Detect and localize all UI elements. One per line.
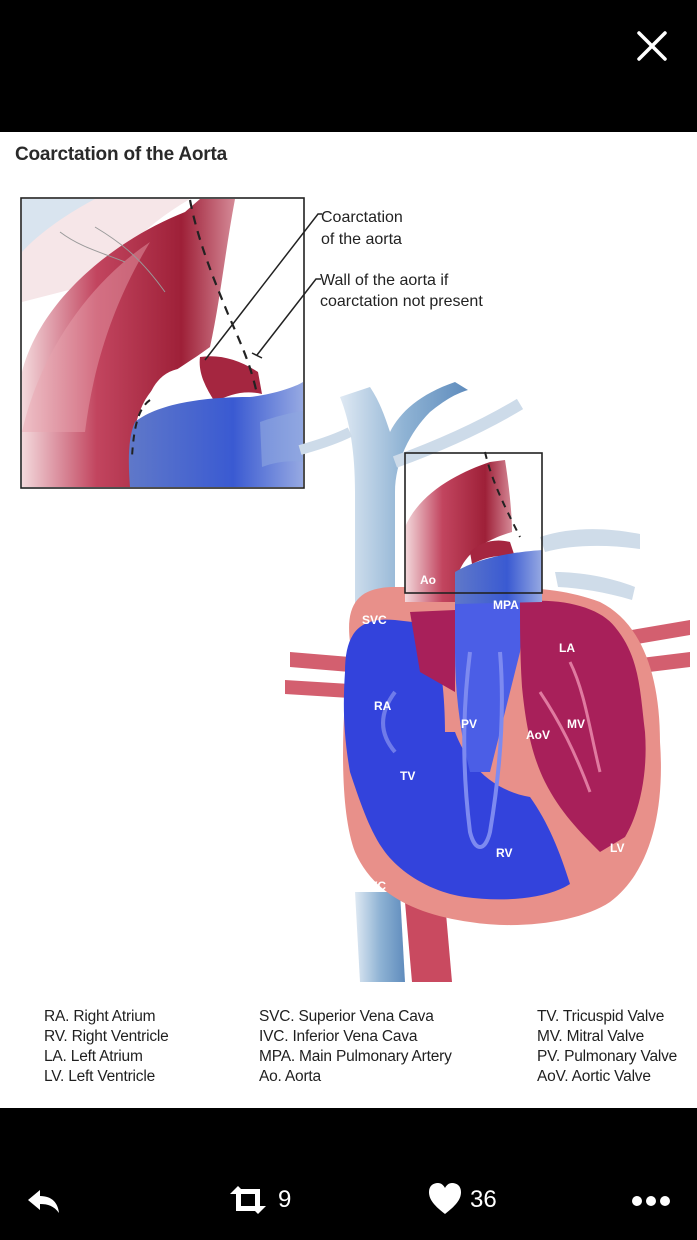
label-svc: SVC — [362, 613, 387, 627]
ivc-vessel — [355, 892, 405, 982]
retweet-icon — [230, 1186, 266, 1214]
legend-column-2: SVC. Superior Vena Cava IVC. Inferior Ve… — [259, 1007, 452, 1087]
reply-icon — [28, 1190, 59, 1213]
legend-item: LV. Left Ventricle — [44, 1068, 156, 1085]
label-lv: LV — [610, 841, 624, 855]
right-heart-chambers — [343, 619, 570, 900]
close-button[interactable] — [622, 16, 682, 76]
close-icon — [637, 31, 667, 61]
legend-item: RA. Right Atrium — [44, 1008, 156, 1025]
label-la: LA — [559, 641, 575, 655]
label-tv: TV — [400, 769, 415, 783]
legend-item: SVC. Superior Vena Cava — [259, 1008, 434, 1025]
label-ra: RA — [374, 699, 392, 713]
label-mv: MV — [567, 717, 585, 731]
heart-diagram: Coarctation of the aorta Wall of the aor… — [20, 197, 690, 982]
retweet-button[interactable]: 9 — [226, 1180, 291, 1220]
legend-item: TV. Tricuspid Valve — [537, 1008, 665, 1025]
zoom-box — [404, 452, 543, 594]
figure-title: Coarctation of the Aorta — [15, 144, 227, 165]
label-mpa: MPA — [493, 598, 519, 612]
top-bar — [0, 0, 697, 132]
legend-item: RV. Right Ventricle — [44, 1028, 169, 1045]
inset-frame — [20, 197, 305, 489]
callout-coarctation-1: Coarctation — [321, 209, 403, 226]
legend-item: LA. Left Atrium — [44, 1048, 143, 1065]
like-count: 36 — [470, 1186, 497, 1213]
label-aov: AoV — [526, 728, 550, 742]
legend-item: MPA. Main Pulmonary Artery — [259, 1048, 452, 1065]
heart-icon — [429, 1183, 461, 1214]
left-heart-chambers — [520, 600, 646, 852]
more-icon — [632, 1196, 670, 1206]
label-ao: Ao — [420, 573, 436, 587]
callout-wall-1: Wall of the aorta if — [320, 272, 449, 289]
reply-button[interactable] — [24, 1180, 64, 1220]
legend-item: PV. Pulmonary Valve — [537, 1048, 678, 1065]
media-image: Coarctation of the Aorta — [0, 132, 697, 1108]
legend-item: AoV. Aortic Valve — [537, 1068, 651, 1085]
descending-aorta — [405, 902, 452, 982]
heart-illustration — [285, 382, 690, 982]
label-rv: RV — [496, 846, 512, 860]
more-button[interactable] — [630, 1180, 674, 1220]
legend-column-3: TV. Tricuspid Valve MV. Mitral Valve PV.… — [537, 1007, 677, 1087]
callout-coarctation-2: of the aorta — [321, 231, 402, 248]
main-pulmonary-artery — [455, 550, 542, 604]
callout-wall-2: coarctation not present — [320, 293, 483, 310]
like-button[interactable]: 36 — [428, 1180, 497, 1220]
label-ivc: IVC — [366, 879, 386, 893]
inset-detail — [22, 199, 303, 487]
action-bar: 9 36 — [0, 1108, 697, 1240]
legend-column-1: RA. Right Atrium RV. Right Ventricle LA.… — [44, 1007, 169, 1087]
label-pv: PV — [461, 717, 477, 731]
legend-item: Ao. Aorta — [259, 1068, 321, 1085]
legend-item: IVC. Inferior Vena Cava — [259, 1028, 418, 1045]
aortic-arch — [405, 460, 512, 602]
retweet-count: 9 — [278, 1186, 292, 1213]
svc-vessel — [340, 382, 468, 632]
legend-item: MV. Mitral Valve — [537, 1028, 645, 1045]
